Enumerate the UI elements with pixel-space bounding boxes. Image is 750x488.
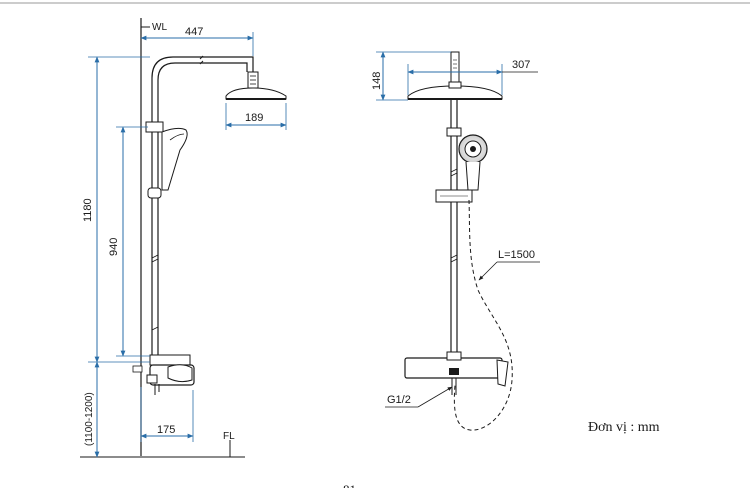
dim-mixer-depth: 175 [140,387,194,442]
dim-head-height-label: 148 [371,72,383,90]
overhead-shower-head-front [407,81,503,100]
dim-bar-height-label: 940 [108,238,120,256]
dim-mixer-depth-label: 175 [157,424,175,436]
front-column [450,51,460,358]
fl-label: FL [223,431,235,442]
dim-total-height: 1180 [82,56,150,363]
inlet-thread-label: G1/2 [387,394,411,406]
dim-head-offset: 189 [225,103,287,130]
unit-label: Đơn vị : mm [588,420,660,435]
hose-length-label: L=1500 [498,249,535,261]
slider-bracket-side [145,121,164,199]
overhead-shower-head-side [225,71,287,100]
front-upper-bracket [446,127,462,137]
dim-head-offset-label: 189 [245,112,263,124]
shower-column [151,55,254,358]
slider-front [435,189,473,203]
hose-dashed [453,199,513,431]
dim-bar-height: 940 [108,126,150,357]
dim-head-height: 148 [371,51,451,101]
dim-reach: 447 [140,26,254,56]
front-view: 148 307 L=1500 [371,51,540,431]
hose-length-callout: L=1500 [478,249,540,281]
dim-head-diameter: 307 [407,59,538,95]
hand-shower-front [458,134,488,191]
dim-mount-height: (1100-1200) [84,361,100,458]
side-view: WL [80,18,287,458]
fl-marker: FL [223,431,235,457]
page-number: 81 [343,482,356,488]
mixer-valve-side [132,354,195,395]
hand-shower-side [161,127,188,191]
dim-total-height-label: 1180 [82,198,94,222]
dim-head-diameter-label: 307 [512,59,530,71]
inlet-thread-callout: G1/2 [385,386,453,408]
mixer-valve-front [404,351,509,395]
wl-label: WL [152,22,167,33]
dim-mount-height-label: (1100-1200) [84,392,95,446]
dim-reach-label: 447 [185,26,203,38]
